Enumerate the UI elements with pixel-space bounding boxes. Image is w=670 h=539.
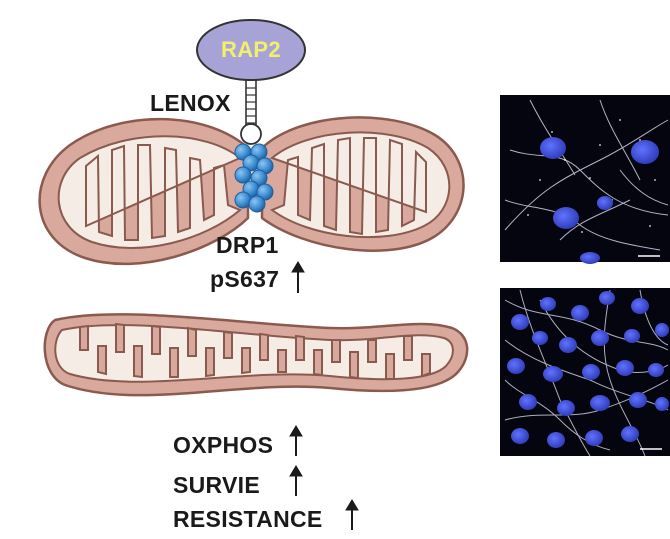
up-arrow-icon (289, 425, 303, 456)
microscopy-image-top (500, 95, 670, 264)
up-arrow-icon (289, 465, 303, 496)
up-arrow-icon (291, 261, 305, 293)
rap2-protein (196, 19, 306, 81)
lenox-label: LENOX (150, 90, 231, 116)
mitochondrion-elongated (43, 313, 469, 397)
lenox-stem (240, 79, 262, 145)
drp1-label: DRP1 (216, 232, 279, 258)
oxphos-label: OXPHOS (173, 432, 274, 458)
survie-label: SURVIE (173, 472, 261, 498)
rap2-label: RAP2 (221, 37, 281, 62)
drp1-cluster (234, 143, 274, 213)
up-arrow-icon (345, 499, 359, 530)
ps637-label: pS637 (210, 266, 280, 292)
resistance-label: RESISTANCE (173, 506, 323, 532)
mitochondrion-left-half (38, 117, 250, 266)
microscopy-image-bottom (500, 288, 670, 457)
mitochondrion-right-half (260, 116, 465, 252)
cristae-right (269, 131, 451, 239)
cristae-left (57, 135, 242, 249)
